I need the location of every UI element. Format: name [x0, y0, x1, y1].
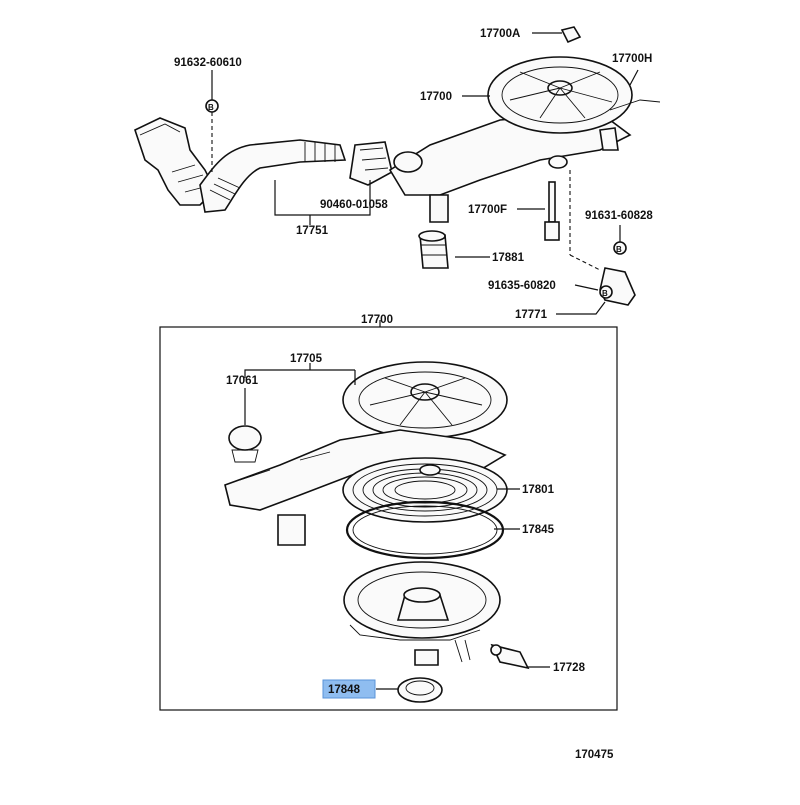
label-91631-60828: 91631-60828	[585, 210, 653, 222]
label-17700f: 17700F	[468, 204, 507, 216]
label-17705: 17705	[290, 353, 323, 365]
intake-elbow-drawing	[134, 117, 216, 206]
bolt-symbol-3: B	[602, 289, 608, 298]
svg-text:B: B	[602, 289, 608, 298]
label-17845: 17845	[522, 524, 555, 536]
bolt-91632-drawing	[205, 70, 219, 175]
clip-17700a-drawing	[560, 26, 582, 44]
upper-air-cleaner-drawing	[388, 56, 661, 223]
seal-17848-drawing	[397, 677, 443, 703]
label-17771: 17771	[515, 309, 548, 321]
lower-case-drawing	[343, 561, 501, 666]
bolt-17700f-drawing	[544, 181, 560, 241]
valve-17728-drawing	[490, 643, 530, 670]
label-17700-top: 17700	[420, 91, 452, 103]
label-17801: 17801	[522, 484, 555, 496]
assembly-box	[159, 326, 618, 711]
gasket-17845-drawing	[345, 500, 505, 560]
valve-17061-drawing	[228, 425, 262, 463]
bolt-symbol-1: B	[208, 103, 214, 112]
clamp-drawing	[349, 141, 393, 186]
figure-number: 170475	[575, 749, 614, 761]
label-17751: 17751	[296, 225, 329, 237]
highlight-box-17848	[322, 679, 376, 699]
bracket-17771-drawing	[599, 241, 636, 306]
filter-17801-drawing	[342, 457, 508, 523]
label-17700a: 17700A	[480, 28, 520, 40]
bolt-symbol-2: B	[616, 245, 622, 254]
label-91635-60820: 91635-60820	[488, 280, 556, 292]
label-90460-01058: 90460-01058	[320, 199, 388, 211]
label-17728: 17728	[553, 662, 586, 674]
label-17881: 17881	[492, 252, 525, 264]
label-17061: 17061	[226, 375, 259, 387]
svg-text:B: B	[208, 103, 214, 112]
top-leader-lines	[274, 32, 639, 315]
label-17700h: 17700H	[612, 53, 652, 65]
bottom-leader-lines	[244, 363, 550, 690]
label-17848[interactable]: 17848	[328, 684, 361, 696]
label-91632-60610: 91632-60610	[174, 57, 242, 69]
svg-text:B: B	[616, 245, 622, 254]
label-17700-box: 17700	[361, 314, 393, 326]
grommet-17881-drawing	[418, 230, 449, 269]
intake-hose-drawing	[199, 139, 347, 213]
